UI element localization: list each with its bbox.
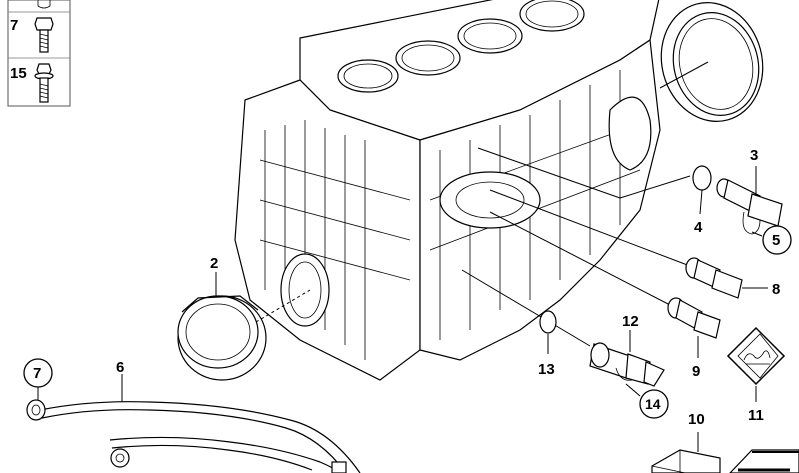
- callout-8: 8: [772, 281, 780, 298]
- legend-row-7-number: 7: [10, 17, 18, 34]
- cylinder-bore-3: [457, 18, 523, 54]
- sensor-9: [667, 297, 721, 339]
- rear-crankshaft-seal: [660, 2, 764, 122]
- cylinder-bore-2: [395, 40, 461, 76]
- callout-14-circle: [639, 389, 669, 419]
- part-10-pack: [651, 449, 721, 473]
- flange-bolt-icon: [34, 63, 54, 103]
- callout-11: 11: [748, 407, 764, 424]
- callout-2: 2: [210, 255, 218, 272]
- oil-line-6: [39, 401, 361, 473]
- fitting-7: [26, 399, 46, 421]
- front-crankshaft-seal: [177, 295, 267, 381]
- legend-row-15-number: 15: [10, 65, 27, 82]
- banjo-fitting: [110, 448, 130, 468]
- hot-surface-warning-icon: [726, 326, 786, 386]
- fastener-legend: 7 15: [7, 0, 71, 107]
- callout-14: 14: [645, 396, 661, 412]
- callout-9: 9: [692, 363, 700, 380]
- callout-10: 10: [688, 411, 705, 428]
- callout-3: 3: [750, 147, 758, 164]
- callout-6: 6: [116, 359, 124, 376]
- hex-bolt-icon: [34, 17, 54, 53]
- callout-5: 5: [772, 232, 780, 249]
- tool-fragment: [729, 449, 799, 473]
- o-ring-4: [692, 165, 712, 191]
- solenoid-valve-12: [589, 342, 665, 387]
- cylinder-bore-1: [337, 59, 399, 93]
- cylinder-bore-4: [519, 0, 585, 32]
- sensor-3: [716, 178, 783, 235]
- o-ring-13: [539, 310, 557, 334]
- callout-4: 4: [694, 219, 703, 236]
- callout-13: 13: [538, 361, 555, 378]
- callout-12: 12: [622, 313, 639, 330]
- engine-block: [234, 0, 661, 381]
- bolt-icon: [37, 0, 51, 9]
- callout-5-circle: [762, 225, 792, 255]
- sensor-8: [685, 257, 743, 299]
- callout-7: 7: [33, 365, 41, 382]
